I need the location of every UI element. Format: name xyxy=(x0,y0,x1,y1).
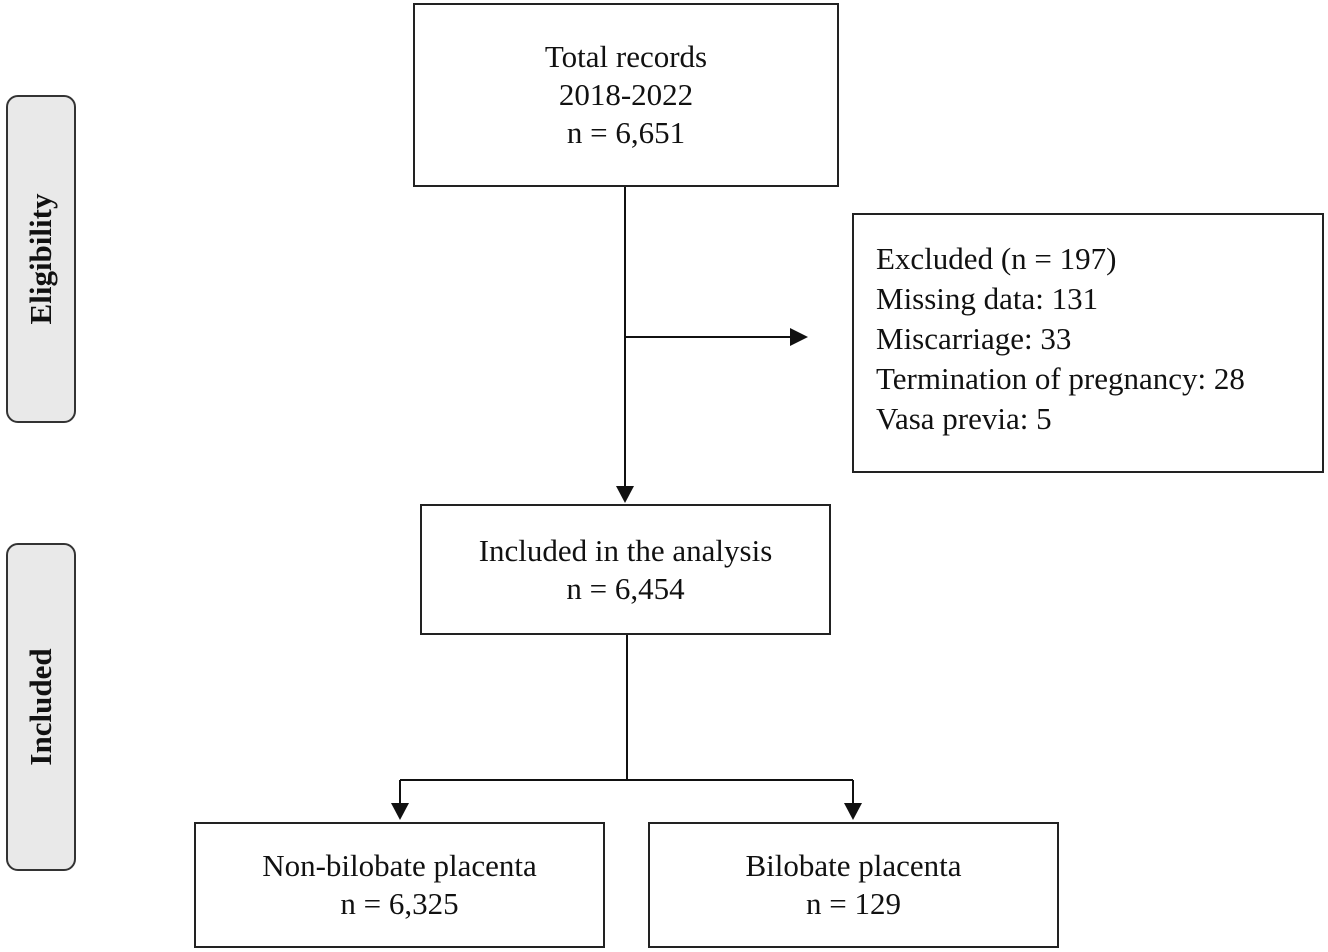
bilobate-title: Bilobate placenta xyxy=(745,848,962,883)
excluded-box: Excluded (n = 197) Missing data: 131 Mis… xyxy=(852,213,1324,473)
excluded-miscarriage: Miscarriage: 33 xyxy=(876,321,1072,356)
eligibility-phase-label: Eligibility xyxy=(6,95,76,423)
included-phase-label: Included xyxy=(6,543,76,871)
total-records-years: 2018-2022 xyxy=(558,77,694,112)
non-bilobate-title: Non-bilobate placenta xyxy=(262,848,537,883)
total-records-title: Total records xyxy=(544,39,708,74)
total-records-count: n = 6,651 xyxy=(566,115,686,150)
excluded-missing-data: Missing data: 131 xyxy=(876,281,1099,316)
included-analysis-count: n = 6,454 xyxy=(566,570,685,606)
excluded-termination: Termination of pregnancy: 28 xyxy=(876,361,1245,396)
bilobate-box: Bilobate placenta n = 129 xyxy=(648,822,1059,948)
excluded-vasa-previa: Vasa previa: 5 xyxy=(876,401,1052,436)
arrowhead-to-included xyxy=(616,486,634,503)
included-analysis-box: Included in the analysis n = 6,454 xyxy=(420,504,831,635)
arrowhead-to-excluded xyxy=(790,328,808,346)
arrowhead-to-bilobate xyxy=(844,803,862,820)
arrowhead-to-non-bilobate xyxy=(391,803,409,820)
excluded-total: Excluded (n = 197) xyxy=(876,241,1117,276)
total-records-box: Total records 2018-2022 n = 6,651 xyxy=(413,3,839,187)
non-bilobate-count: n = 6,325 xyxy=(340,886,459,921)
included-analysis-title: Included in the analysis xyxy=(478,532,773,568)
non-bilobate-box: Non-bilobate placenta n = 6,325 xyxy=(194,822,605,948)
bilobate-count: n = 129 xyxy=(806,886,901,921)
